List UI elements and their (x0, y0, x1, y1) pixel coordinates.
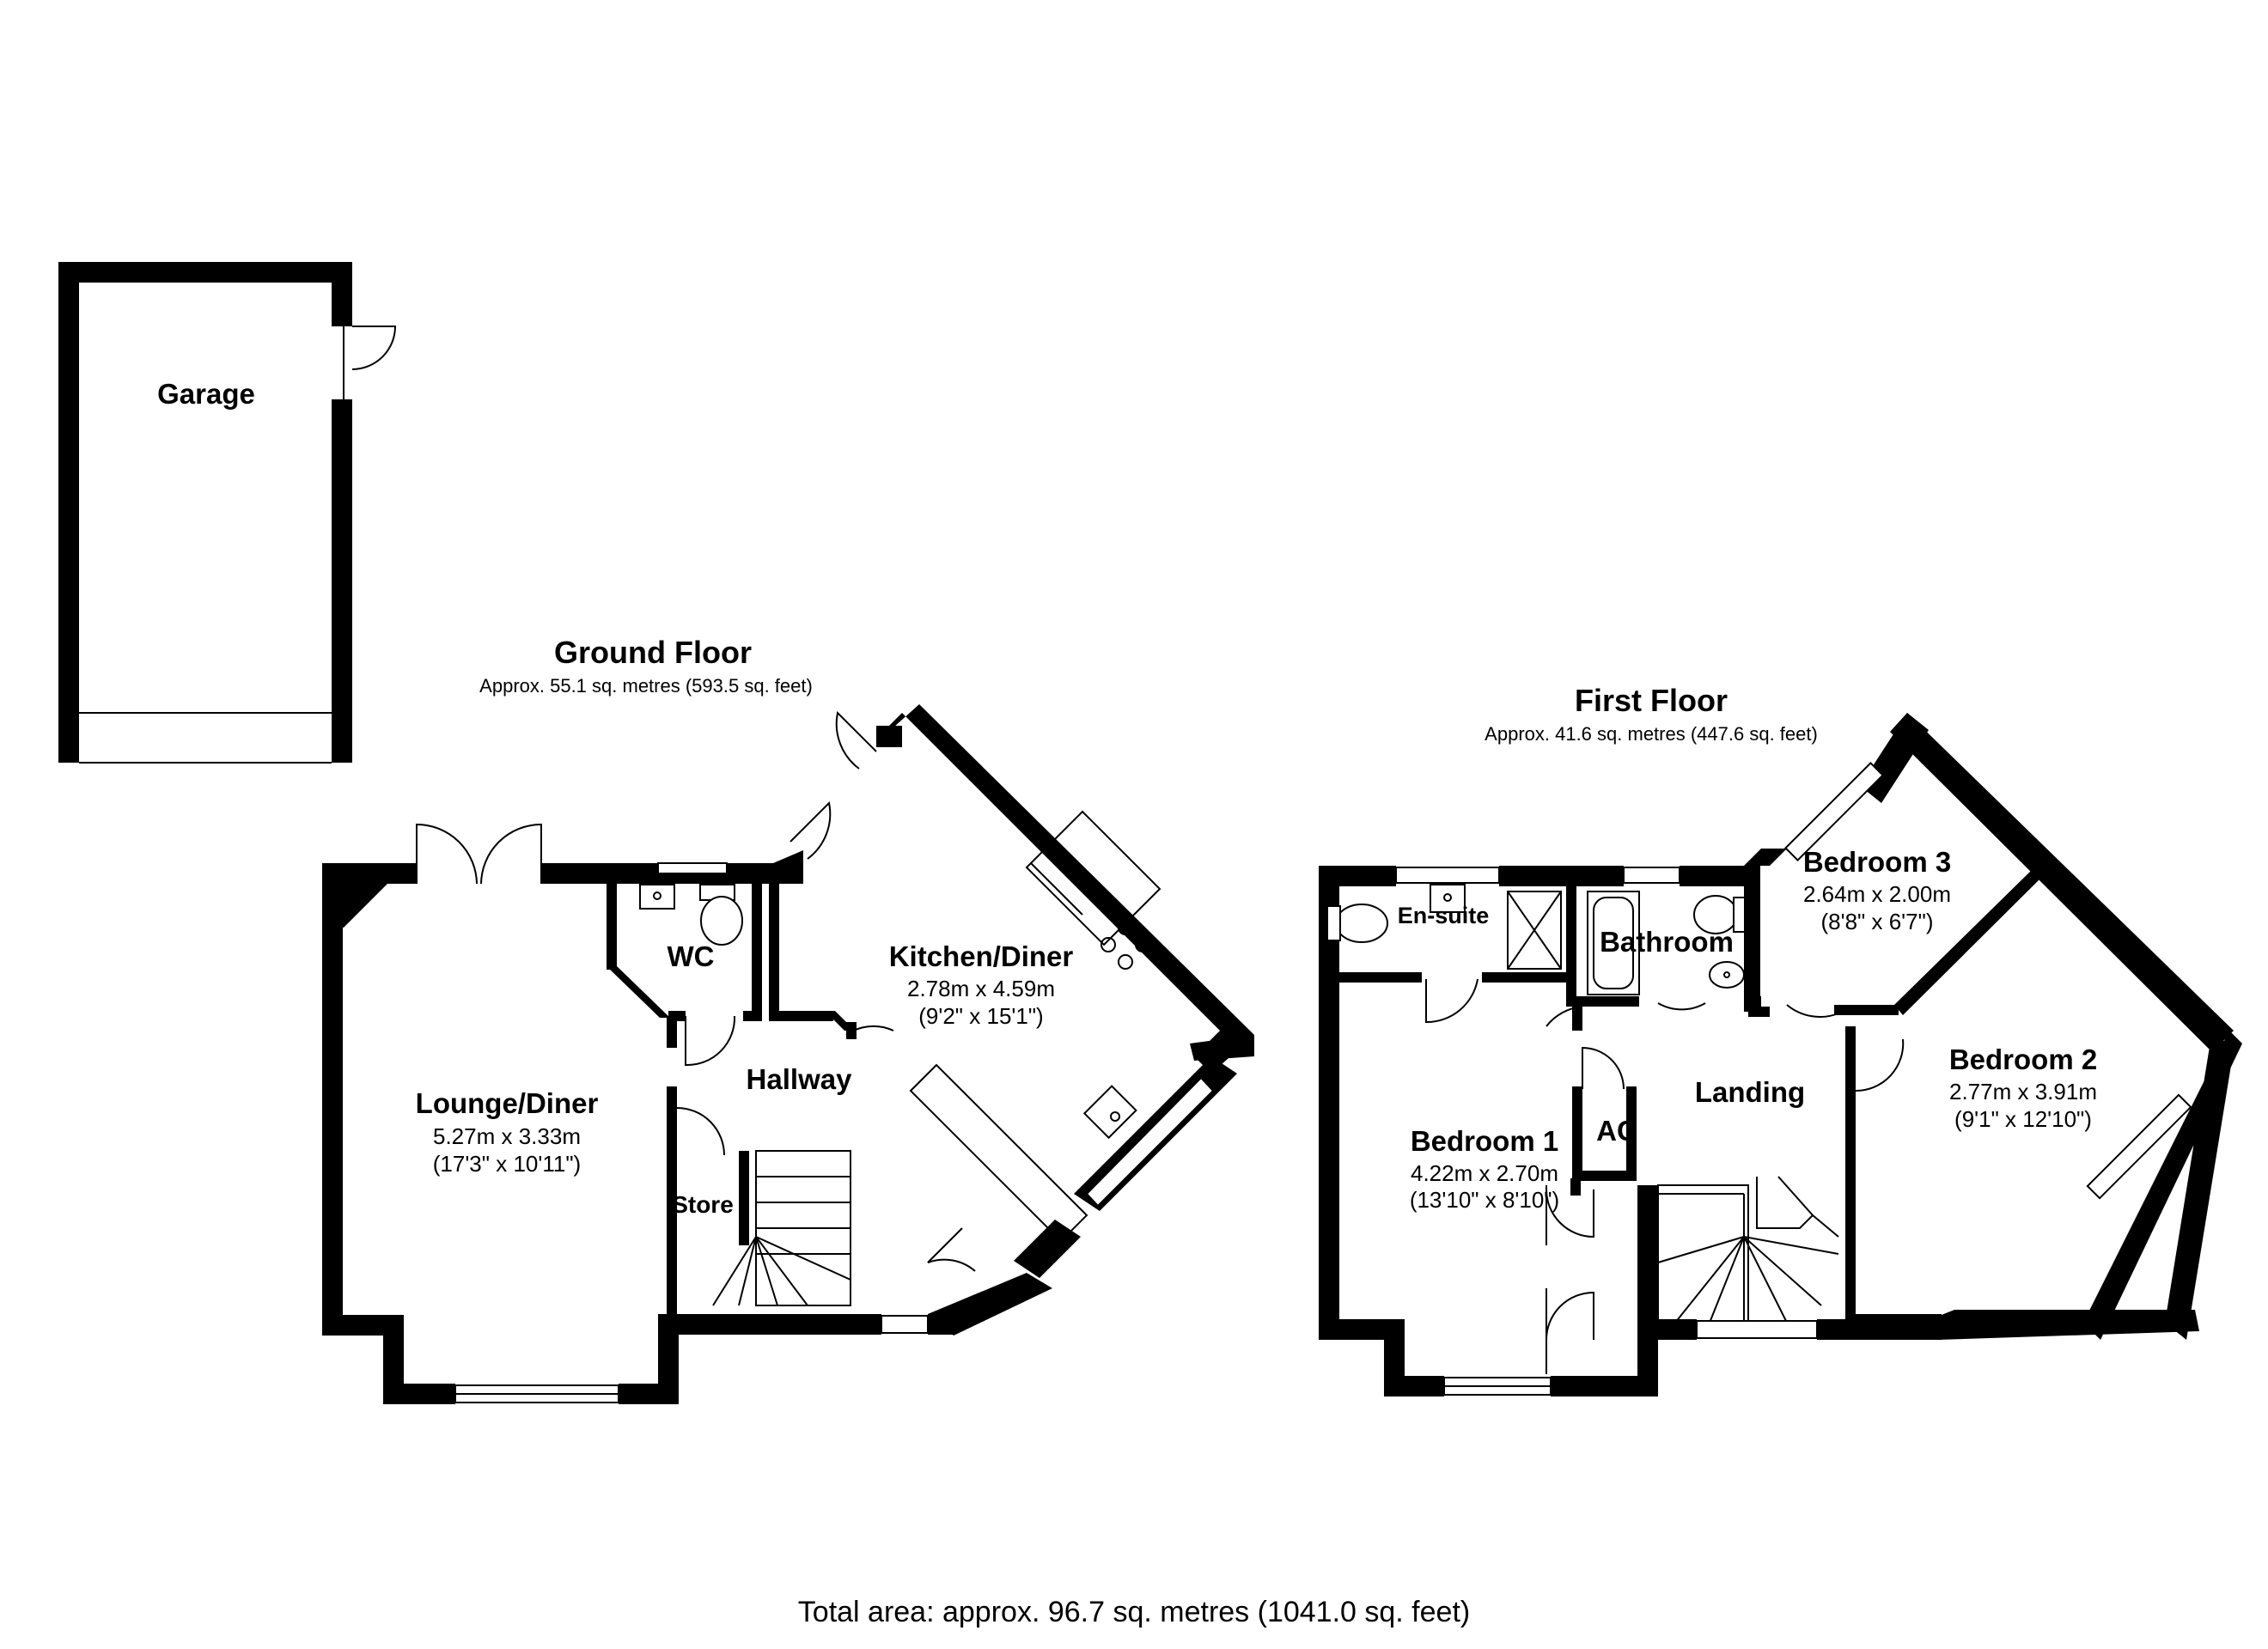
ac-label: AC (1596, 1115, 1637, 1147)
ground-floor-title: Ground Floor (554, 635, 752, 670)
bedroom1-label: Bedroom 1 (1411, 1125, 1558, 1157)
bedroom2-imperial: (9'1" x 12'10") (1954, 1106, 2092, 1132)
lounge-metric: 5.27m x 3.33m (433, 1123, 581, 1149)
landing-label: Landing (1695, 1076, 1805, 1108)
first-floor-title: First Floor (1575, 683, 1728, 718)
bedroom1-metric: 4.22m x 2.70m (1411, 1160, 1558, 1186)
ground-floor-area: Approx. 55.1 sq. metres (593.5 sq. feet) (479, 675, 813, 697)
bedroom3-label: Bedroom 3 (1803, 846, 1951, 878)
bedroom1-imperial: (13'10" x 8'10") (1410, 1187, 1559, 1213)
first-floor-area: Approx. 41.6 sq. metres (447.6 sq. feet) (1485, 723, 1818, 745)
ensuite-label: En-suite (1398, 903, 1490, 928)
garage-label: Garage (157, 378, 255, 410)
kitchen-metric: 2.78m x 4.59m (907, 976, 1055, 1001)
garage-plan: Garage (58, 262, 397, 764)
kitchen-label: Kitchen/Diner (889, 940, 1074, 972)
lounge-label: Lounge/Diner (416, 1087, 599, 1119)
first-floor-plan (1319, 713, 2242, 1396)
bedroom3-imperial: (8'8" x 6'7") (1821, 909, 1934, 934)
total-area: Total area: approx. 96.7 sq. metres (104… (798, 1596, 1470, 1628)
lounge-imperial: (17'3" x 10'11") (433, 1151, 581, 1177)
ground-floor-plan (322, 704, 1254, 1404)
hallway-label: Hallway (747, 1063, 853, 1095)
store-label: Store (672, 1191, 734, 1218)
wc-label: WC (668, 940, 715, 972)
kitchen-imperial: (9'2" x 15'1") (918, 1003, 1043, 1029)
bathroom-label: Bathroom (1600, 926, 1734, 958)
bedroom2-metric: 2.77m x 3.91m (1949, 1079, 2097, 1104)
bedroom3-metric: 2.64m x 2.00m (1803, 881, 1951, 907)
bedroom2-label: Bedroom 2 (1949, 1044, 2097, 1075)
